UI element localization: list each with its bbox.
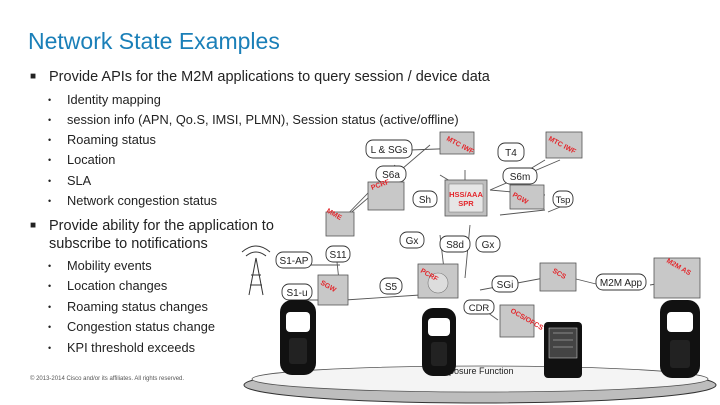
label-spr: SPR [458, 199, 474, 208]
copyright-text: © 2013-2014 Cisco and/or its affiliates.… [30, 376, 185, 382]
network-node-icons: HSS/AAA SPR [317, 131, 701, 338]
label-exposure-function: Exposure Function [438, 366, 513, 376]
label-hss-aaa: HSS/AAA [449, 190, 483, 199]
label-s11: S11 [329, 250, 346, 261]
device-icon [422, 308, 456, 376]
bullet-marker: ■ [30, 220, 37, 231]
label-cdr: CDR [469, 303, 490, 314]
label-t4: T4 [505, 148, 517, 159]
label-gx: Gx [406, 236, 419, 247]
label-s5: S5 [385, 282, 398, 293]
device-icon [660, 300, 700, 378]
label-sgi: SGi [497, 280, 514, 291]
label-s1u: S1-u [286, 288, 307, 299]
label-s8d: S8d [446, 240, 464, 251]
label-tsp: Tsp [556, 195, 571, 206]
label-s6m: S6m [510, 172, 531, 183]
device-icons [280, 300, 700, 378]
node-tags: MTC IWF MTC IWF PCRF MME PCRF SGW PGW SC… [319, 136, 692, 333]
cell-tower-icon [241, 245, 271, 296]
device-icon [544, 322, 582, 378]
exposure-function-platform: Exposure Function [243, 365, 717, 404]
interface-label-boxes: L & SGs T4 S6a S6m Sh Tsp Gx S8d Gx S11 … [275, 139, 647, 315]
page-title: Network State Examples [28, 28, 280, 54]
bullet-text: Provide APIs for the M2M applications to… [49, 69, 490, 85]
label-m2m-app: M2M App [600, 278, 643, 289]
label-l-sges: L & SGs [371, 145, 408, 156]
label-s6a: S6a [382, 170, 400, 181]
bullet-text-line2: subscribe to notifications [49, 236, 208, 252]
bullet-marker: ■ [30, 71, 37, 82]
label-sh: Sh [419, 195, 431, 206]
connection-lines [300, 144, 681, 321]
bullet-text: Provide ability for the application to [49, 218, 274, 234]
label-gx2: Gx [482, 240, 495, 251]
label-s1ap: S1-AP [280, 256, 309, 267]
device-icon [280, 300, 316, 375]
